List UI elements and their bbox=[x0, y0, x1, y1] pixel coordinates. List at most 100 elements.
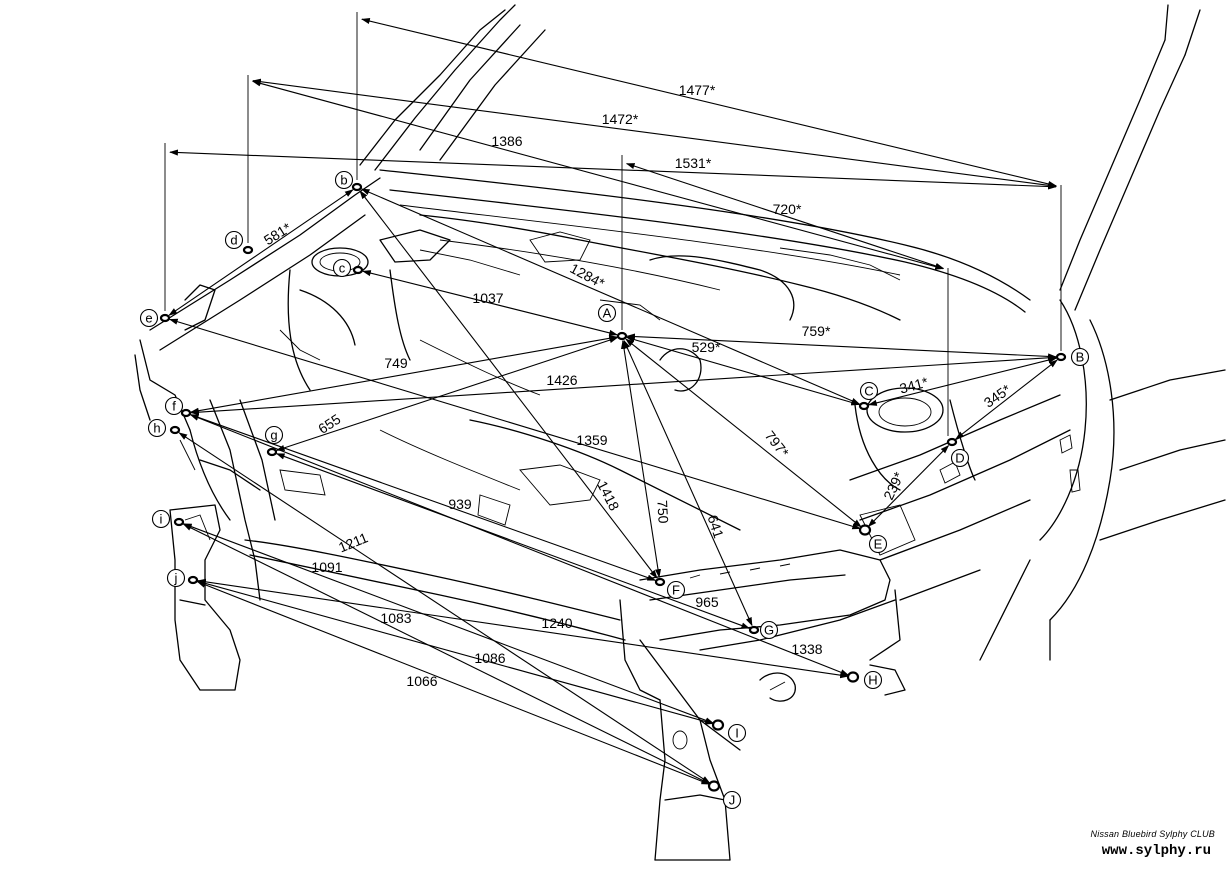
dimension-label-1240: 1240 bbox=[541, 615, 572, 631]
dimension-label-1359: 1359 bbox=[576, 432, 607, 448]
dimension-line-1338 bbox=[189, 414, 850, 676]
dimension-line-1472 bbox=[252, 78, 1057, 189]
point-label-A: A bbox=[603, 306, 612, 321]
dimension-label-759: 759* bbox=[802, 323, 831, 339]
dimension-labels: 1477*1472*1531*1386720*581*1284*1037759*… bbox=[261, 82, 1014, 689]
point-label-B: B bbox=[1076, 350, 1085, 365]
dimension-line-1066 bbox=[196, 581, 711, 785]
point-label-circle-B bbox=[1070, 347, 1090, 367]
dimension-line-641 bbox=[623, 339, 753, 627]
point-e: e bbox=[139, 308, 171, 328]
dimension-line-1359 bbox=[168, 318, 862, 530]
point-mark-j bbox=[187, 575, 199, 585]
point-d: d bbox=[224, 230, 254, 255]
dimension-label-720: 720* bbox=[773, 201, 802, 217]
point-mark-B bbox=[1055, 352, 1067, 362]
point-label-circle-c bbox=[332, 258, 352, 278]
point-label-circle-I bbox=[727, 723, 747, 743]
dimension-label-1086: 1086 bbox=[474, 650, 505, 666]
point-H: H bbox=[846, 670, 883, 690]
point-c: c bbox=[332, 258, 364, 278]
point-mark-J bbox=[707, 780, 721, 792]
point-label-e: e bbox=[145, 311, 152, 326]
dimension-line-239 bbox=[867, 444, 950, 528]
point-i: i bbox=[151, 509, 185, 529]
point-label-F: F bbox=[672, 583, 680, 598]
point-mark-b bbox=[351, 182, 363, 192]
dimension-label-581: 581* bbox=[261, 219, 294, 248]
dimension-label-1386: 1386 bbox=[491, 133, 522, 149]
point-mark-e bbox=[159, 313, 171, 323]
point-label-circle-D bbox=[950, 448, 970, 468]
dimension-label-750: 750 bbox=[654, 500, 671, 524]
point-label-circle-h bbox=[147, 418, 167, 438]
dimension-line-1531 bbox=[169, 149, 1057, 190]
point-label-circle-i bbox=[151, 509, 171, 529]
dimension-line-1083 bbox=[196, 580, 715, 725]
dimension-line-1091 bbox=[182, 523, 715, 724]
point-mark-G bbox=[748, 625, 760, 635]
point-mark-F bbox=[654, 577, 666, 587]
point-mark-D bbox=[946, 437, 958, 447]
dimension-label-239: 239* bbox=[880, 469, 907, 502]
point-mark-f bbox=[180, 408, 192, 418]
point-f: f bbox=[164, 396, 192, 418]
dimension-label-1066: 1066 bbox=[406, 673, 437, 689]
point-b: b bbox=[334, 170, 363, 192]
point-label-j: j bbox=[174, 571, 178, 586]
point-label-circle-j bbox=[166, 568, 186, 588]
point-label-C: C bbox=[864, 384, 873, 399]
point-mark-H bbox=[846, 671, 860, 683]
point-label-D: D bbox=[955, 451, 964, 466]
point-label-H: H bbox=[868, 673, 877, 688]
dimension-line-1086 bbox=[182, 523, 711, 785]
dimension-label-1083: 1083 bbox=[380, 610, 411, 626]
point-J: J bbox=[707, 780, 742, 810]
point-D: D bbox=[946, 437, 970, 468]
extension-lines bbox=[164, 12, 1062, 436]
point-mark-g bbox=[266, 447, 278, 457]
point-mark-I bbox=[711, 719, 725, 731]
point-label-circle-b bbox=[334, 170, 354, 190]
dimension-label-1338: 1338 bbox=[791, 641, 822, 657]
dimension-line-529 bbox=[625, 336, 861, 406]
dimension-label-1211: 1211 bbox=[336, 529, 370, 555]
vehicle-body-outline bbox=[134, 4, 1226, 861]
point-label-c: c bbox=[339, 261, 346, 276]
dimension-label-641: 641 bbox=[705, 513, 728, 540]
point-label-circle-F bbox=[666, 580, 686, 600]
dimension-label-341: 341* bbox=[898, 374, 930, 397]
point-F: F bbox=[654, 577, 686, 600]
point-label-i: i bbox=[160, 512, 163, 527]
dimension-line-345 bbox=[955, 359, 1058, 440]
dimension-label-749: 749 bbox=[384, 355, 408, 371]
dimension-label-939: 939 bbox=[448, 496, 472, 512]
point-label-circle-G bbox=[759, 620, 779, 640]
dimension-label-1091: 1091 bbox=[311, 559, 342, 575]
point-mark-c bbox=[352, 265, 364, 275]
point-label-circle-E bbox=[868, 534, 888, 554]
point-label-circle-e bbox=[139, 308, 159, 328]
point-label-circle-A bbox=[597, 303, 617, 323]
point-label-b: b bbox=[340, 173, 347, 188]
credit-club-name: Nissan Bluebird Sylphy CLUB bbox=[1090, 829, 1215, 839]
point-C: C bbox=[858, 381, 879, 411]
point-label-h: h bbox=[153, 421, 160, 436]
point-label-E: E bbox=[874, 537, 883, 552]
point-label-circle-H bbox=[863, 670, 883, 690]
dimension-label-1418: 1418 bbox=[594, 478, 622, 513]
point-B: B bbox=[1055, 347, 1090, 367]
point-label-circle-f bbox=[164, 396, 184, 416]
dimension-line-797 bbox=[625, 338, 862, 528]
point-I: I bbox=[711, 719, 747, 743]
dimension-line-1211 bbox=[178, 432, 711, 784]
point-E: E bbox=[858, 524, 888, 554]
point-label-circle-g bbox=[264, 425, 284, 445]
dimension-label-1531: 1531* bbox=[675, 155, 712, 171]
point-G: G bbox=[748, 620, 779, 640]
point-label-I: I bbox=[735, 726, 739, 741]
point-label-J: J bbox=[729, 793, 736, 808]
dimension-lines bbox=[168, 18, 1058, 785]
dimension-line-581 bbox=[168, 189, 354, 316]
